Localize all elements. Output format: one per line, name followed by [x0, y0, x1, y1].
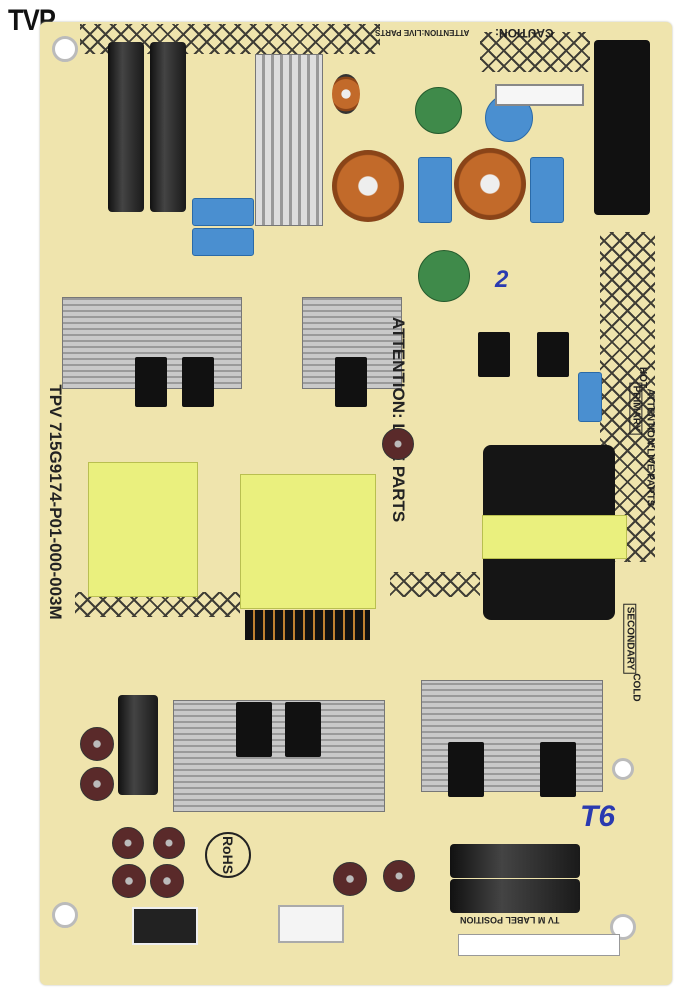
transistor [182, 357, 214, 407]
thermistor [415, 87, 462, 134]
transistor [285, 702, 321, 757]
attention-label-top: ATTENTION:LIVE PARTS [375, 28, 470, 37]
electrolytic-capacitor [80, 727, 114, 761]
electrolytic-capacitor [333, 862, 367, 896]
attention-label-center: ATTENTION: LIVE PARTS [389, 317, 408, 523]
part-number-label: TPV 715G9174-P01-000-003M [46, 384, 65, 620]
electrolytic-capacitor [382, 428, 414, 460]
mounting-hole [52, 902, 78, 928]
transistor [448, 742, 484, 797]
electrolytic-capacitor [112, 827, 144, 859]
transformer [240, 474, 376, 609]
electrolytic-capacitor [153, 827, 185, 859]
electrolytic-capacitor [450, 879, 580, 913]
transformer-label [482, 515, 627, 559]
transformer-windings [245, 610, 370, 640]
film-capacitor [530, 157, 564, 223]
electrolytic-capacitor [150, 864, 184, 898]
hatch-pattern [390, 572, 480, 597]
mounting-hole [52, 36, 78, 62]
film-capacitor [192, 228, 254, 256]
power-connector [594, 40, 650, 215]
transistor [537, 332, 569, 377]
transistor [335, 357, 367, 407]
film-capacitor [192, 198, 254, 226]
handwritten-mark: 2 [495, 266, 509, 293]
film-capacitor [578, 372, 602, 422]
bulk-capacitor [150, 42, 186, 212]
electrolytic-capacitor [118, 695, 158, 795]
transistor [135, 357, 167, 407]
secondary-label: SECONDARY [623, 603, 637, 674]
thermistor [418, 250, 470, 302]
transistor [478, 332, 510, 377]
fuse [495, 84, 584, 106]
output-connector [132, 907, 198, 945]
heatsink [173, 700, 385, 812]
transistor [236, 702, 272, 757]
transistor [540, 742, 576, 797]
caution-label: CAUTION: [495, 26, 554, 40]
inductor [332, 74, 360, 114]
rohs-mark: RoHS [205, 832, 251, 878]
electrolytic-capacitor [450, 844, 580, 878]
toroid-choke [332, 150, 404, 222]
electrolytic-capacitor [80, 767, 114, 801]
film-capacitor [418, 157, 452, 223]
output-connector [278, 905, 344, 943]
mounting-hole [612, 758, 634, 780]
bulk-capacitor [108, 42, 144, 212]
pcb-board: ATTENTION:LIVE PARTS CAUTION: 2 TPV 715G… [40, 22, 672, 985]
hatch-pattern [480, 32, 590, 72]
barcode-label [458, 934, 620, 956]
transformer [88, 462, 198, 597]
attention-label-right: ATTENTION:LIVE PARTS [644, 388, 656, 507]
heatsink [255, 54, 323, 226]
handwritten-mark: T6 [580, 800, 616, 833]
label-position-text: TV M LABEL POSITION [460, 915, 560, 925]
electrolytic-capacitor [112, 864, 146, 898]
electrolytic-capacitor [383, 860, 415, 892]
toroid-choke [454, 148, 526, 220]
primary-label: PRIMARY [629, 382, 643, 435]
cold-label: COLD [630, 673, 642, 702]
